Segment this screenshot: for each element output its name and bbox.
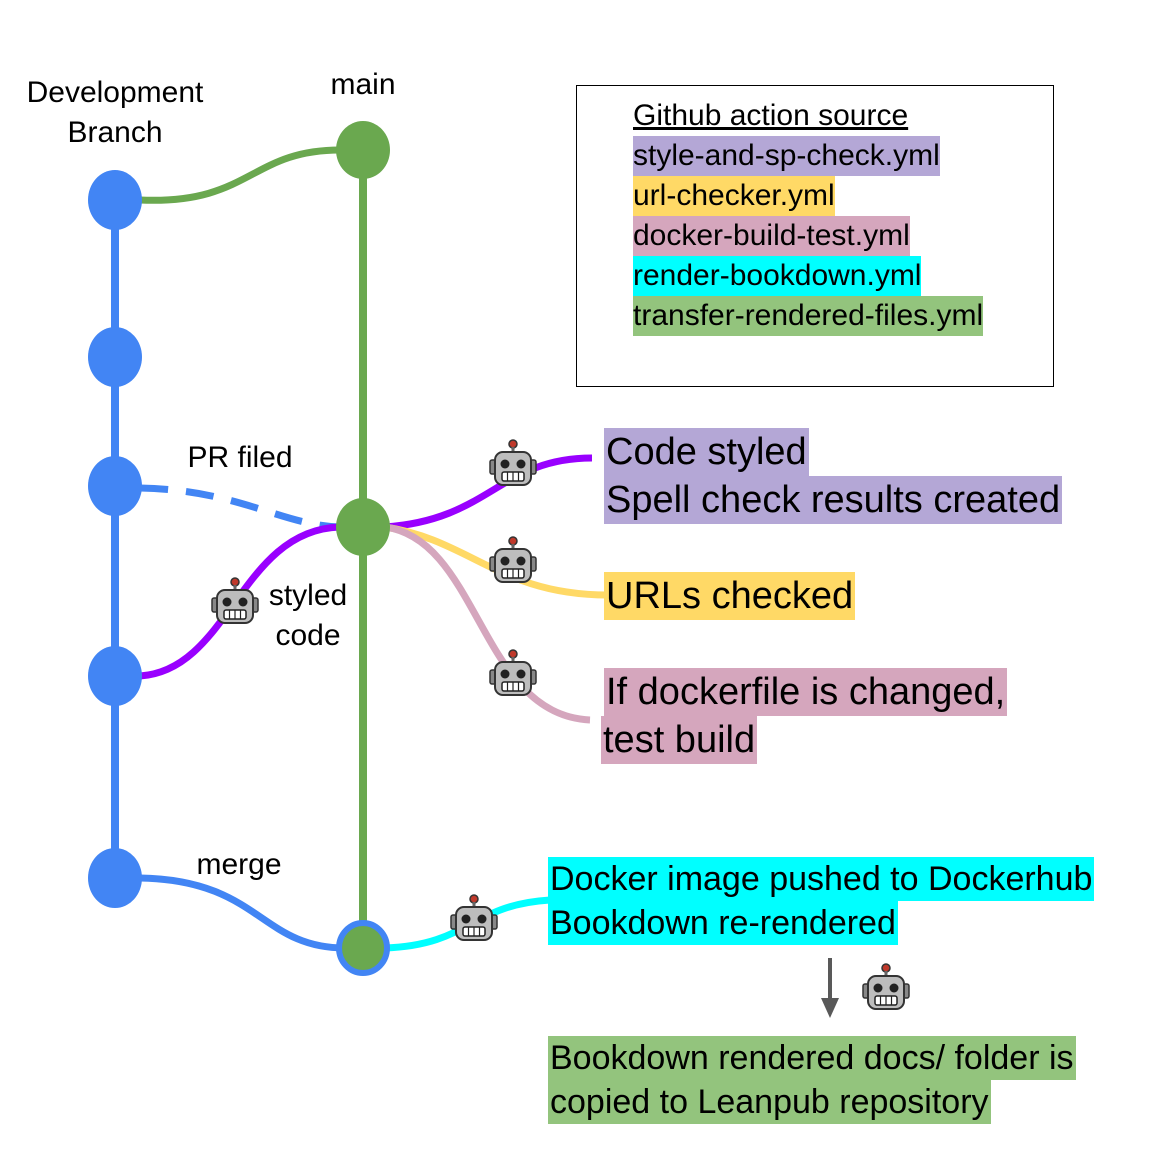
result-spell-check: Spell check results created: [604, 476, 1063, 524]
pr-filed-dashed-line: [139, 484, 341, 531]
result-dockerhub-line2: Bookdown re-rendered: [548, 901, 898, 945]
legend-title: Github action source: [633, 99, 909, 132]
result-leanpub-line2: copied to Leanpub repository: [548, 1080, 991, 1124]
robot-icon: [211, 577, 259, 624]
legend-item-style-check: style-and-sp-check.yml: [633, 136, 940, 176]
development-branch-label: Development Branch: [10, 73, 220, 153]
dev-commit-node-4: [88, 646, 142, 706]
styled-code-label-line2: code: [275, 619, 341, 652]
dev-commit-node-1: [88, 170, 142, 230]
legend-item-docker-build: docker-build-test.yml: [633, 216, 910, 256]
legend-item-transfer-files: transfer-rendered-files.yml: [633, 296, 984, 336]
robot-icon: [489, 649, 537, 696]
result-dockerhub-line1: Docker image pushed to Dockerhub: [548, 857, 1095, 901]
url-check-line: [384, 523, 609, 599]
branch-off-curve: [139, 146, 341, 204]
result-docker-line2: test build: [601, 716, 758, 764]
pr-filed-label: PR filed: [187, 441, 293, 474]
docker-build-line: [384, 523, 591, 724]
robot-icon: [489, 536, 537, 583]
dev-commit-node-2: [88, 327, 142, 387]
main-node-top: [336, 121, 390, 179]
down-arrow-head: [821, 998, 839, 1018]
result-leanpub-line1: Bookdown rendered docs/ folder is: [548, 1036, 1076, 1080]
development-branch-label-line2: Branch: [67, 116, 163, 149]
dev-commit-node-5: [88, 848, 142, 908]
legend-box: [576, 85, 1054, 387]
legend-item-render-bookdown: render-bookdown.yml: [633, 256, 922, 296]
main-node-pr: [336, 498, 390, 556]
result-code-styled: Code styled: [604, 428, 809, 476]
result-urls-checked: URLs checked: [604, 572, 856, 620]
styled-code-label: styled code: [262, 576, 354, 656]
merge-curve: [139, 874, 346, 952]
development-branch-label-line1: Development: [26, 76, 204, 109]
style-check-line: [384, 454, 593, 531]
main-node-merge: [336, 920, 390, 976]
robot-icon: [489, 439, 537, 486]
main-branch-label: main: [330, 68, 396, 101]
result-docker-line1: If dockerfile is changed,: [604, 668, 1008, 716]
merge-label: merge: [196, 848, 282, 881]
robot-icon: [450, 894, 498, 941]
robot-icon: [862, 963, 910, 1010]
dev-commit-node-3: [88, 456, 142, 516]
styled-code-label-line1: styled: [268, 579, 348, 612]
legend-item-url-checker: url-checker.yml: [633, 176, 835, 216]
